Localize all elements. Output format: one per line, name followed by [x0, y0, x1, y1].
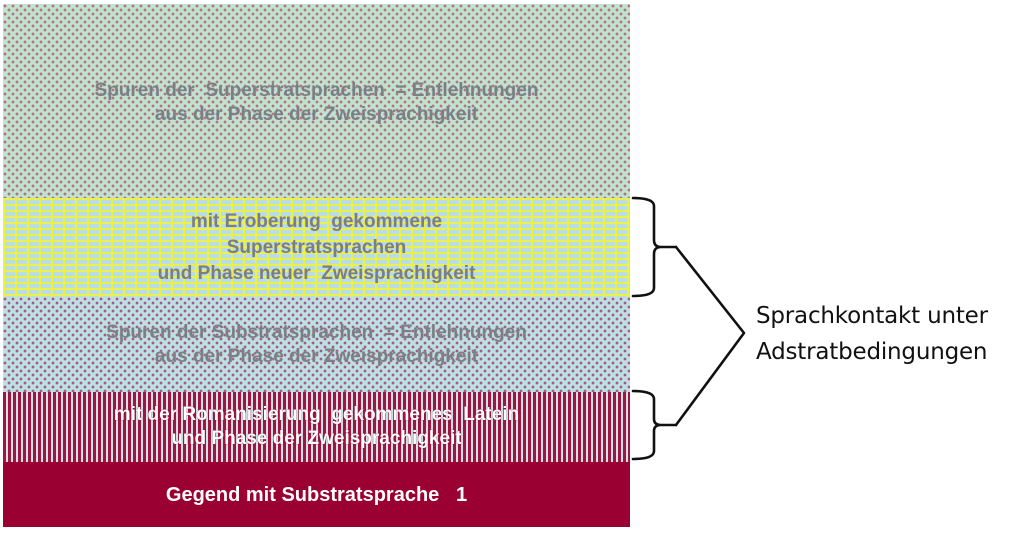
upper-brace-icon: [631, 196, 678, 298]
layer-text-line: mit der Romanisierung gekommenes Latein: [113, 404, 520, 425]
layer-text-line: Gegend mit Substratsprache 1: [165, 483, 468, 506]
layer-text-line: Spuren der Superstratsprachen = Entlehnu…: [94, 80, 539, 101]
layer-superstrate-traces: Spuren der Superstratsprachen = Entlehnu…: [3, 4, 630, 198]
layer-text-line: Spuren der Substratsprachen = Entlehnung…: [106, 321, 527, 343]
label-line: Adstratbedingungen: [756, 339, 988, 365]
layer-substrate-traces: Spuren der Substratsprachen = Entlehnung…: [3, 297, 630, 392]
layer-conquest-superstrate: mit Eroberung gekommene Superstratsprach…: [3, 198, 630, 297]
label-line: Sprachkontakt unter: [756, 303, 988, 329]
layer-substrate-region: Gegend mit Substratsprache 1: [3, 462, 630, 527]
layer-romanization-latin: mit der Romanisierung gekommenes Latein …: [3, 392, 630, 462]
layer-text-line: aus der Phase der Zweisprachigkeit: [154, 345, 479, 367]
layer-text-line: und Phase der Zweisprachigkeit: [171, 428, 462, 449]
layer-text-line: Superstratsprachen: [226, 236, 407, 258]
layer-text-line: aus der Phase der Zweisprachigkeit: [154, 104, 479, 125]
connector-lines-icon: [674, 245, 746, 427]
language-layer-stack: Spuren der Superstratsprachen = Entlehnu…: [3, 4, 630, 527]
layer-text-line: und Phase neuer Zweisprachigkeit: [157, 262, 476, 284]
layer-text-line: mit Eroberung gekommene: [190, 210, 443, 232]
adstrate-contact-label: Sprachkontakt unter Adstratbedingungen: [756, 298, 988, 370]
lower-brace-icon: [631, 389, 678, 461]
